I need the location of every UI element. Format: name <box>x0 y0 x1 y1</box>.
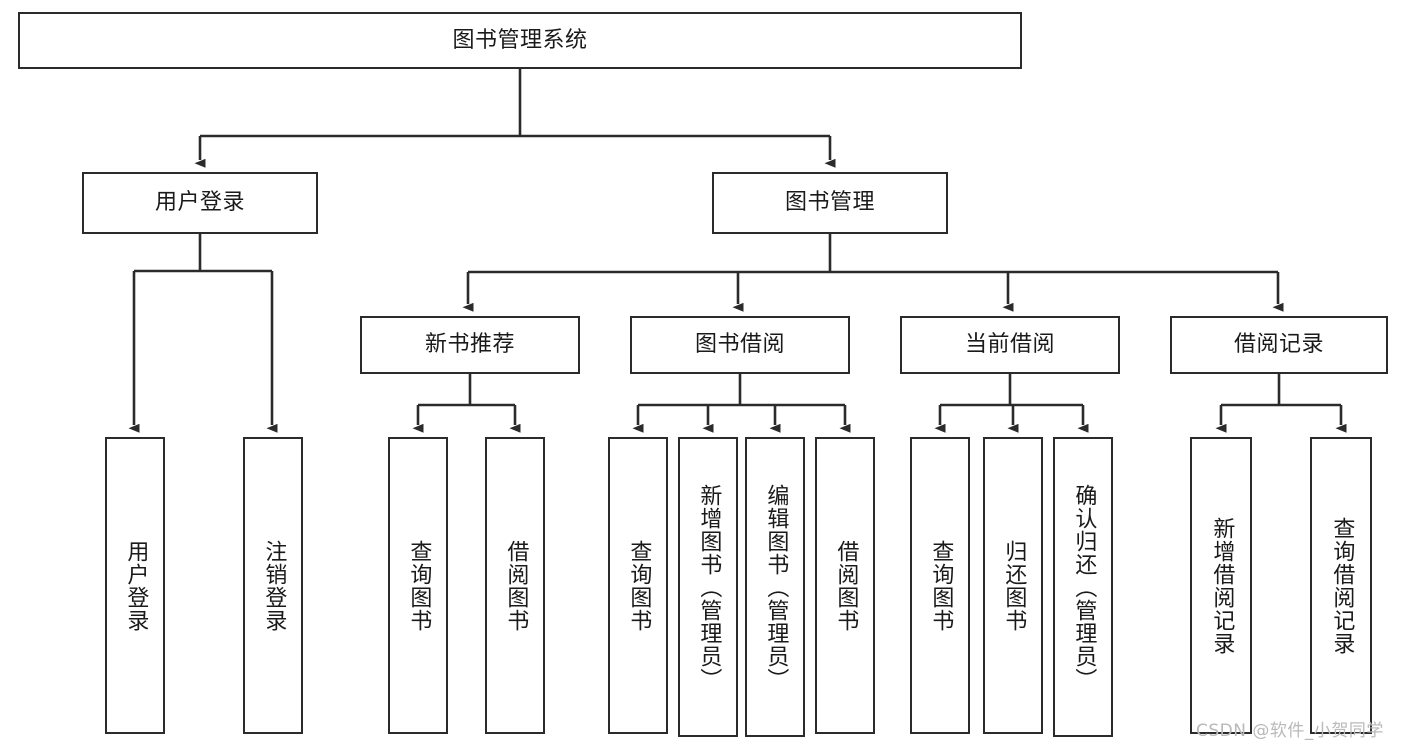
node-new-book-recommend[interactable]: 新书推荐 <box>360 316 580 374</box>
node-leaf-query-book-1-label: 查询图书 <box>406 539 432 632</box>
node-new-book-recommend-label: 新书推荐 <box>424 332 515 358</box>
node-leaf-add-record-label: 新增借阅记录 <box>1209 516 1235 655</box>
node-root-label: 图书管理系统 <box>452 27 588 53</box>
node-leaf-user-logout[interactable]: 注销登录 <box>243 437 303 734</box>
node-leaf-confirm-return-label: 确认归还（管理员） <box>1071 483 1097 691</box>
node-book-manage[interactable]: 图书管理 <box>712 172 948 234</box>
node-leaf-user-login-label: 用户登录 <box>123 539 149 632</box>
node-leaf-borrow-book-2[interactable]: 借阅图书 <box>815 437 875 734</box>
node-leaf-query-book-1[interactable]: 查询图书 <box>388 437 448 734</box>
node-leaf-return-book-label: 归还图书 <box>1001 539 1027 632</box>
node-leaf-add-book[interactable]: 新增图书（管理员） <box>678 437 738 737</box>
node-leaf-add-record[interactable]: 新增借阅记录 <box>1190 437 1252 734</box>
node-borrow-record[interactable]: 借阅记录 <box>1170 316 1388 374</box>
node-leaf-query-record-label: 查询借阅记录 <box>1329 516 1355 655</box>
node-user-login-label: 用户登录 <box>154 190 245 216</box>
node-book-manage-label: 图书管理 <box>784 190 875 216</box>
node-leaf-query-book-3-label: 查询图书 <box>928 539 954 632</box>
node-borrow-record-label: 借阅记录 <box>1233 332 1324 358</box>
node-leaf-user-logout-label: 注销登录 <box>261 539 287 632</box>
node-leaf-query-book-2-label: 查询图书 <box>626 539 652 632</box>
node-current-borrow-label: 当前借阅 <box>964 332 1055 358</box>
node-leaf-borrow-book-1-label: 借阅图书 <box>503 539 529 632</box>
node-book-borrow-label: 图书借阅 <box>694 332 785 358</box>
node-leaf-query-book-2[interactable]: 查询图书 <box>608 437 668 734</box>
node-leaf-borrow-book-1[interactable]: 借阅图书 <box>485 437 545 734</box>
node-leaf-borrow-book-2-label: 借阅图书 <box>833 539 859 632</box>
node-leaf-confirm-return[interactable]: 确认归还（管理员） <box>1053 437 1113 737</box>
node-leaf-return-book[interactable]: 归还图书 <box>983 437 1043 734</box>
node-leaf-edit-book[interactable]: 编辑图书（管理员） <box>745 437 805 737</box>
node-leaf-query-record[interactable]: 查询借阅记录 <box>1310 437 1372 734</box>
csdn-watermark: CSDN @软件_小贺同学 <box>1196 721 1384 741</box>
node-current-borrow[interactable]: 当前借阅 <box>900 316 1120 374</box>
node-user-login[interactable]: 用户登录 <box>82 172 318 234</box>
node-root[interactable]: 图书管理系统 <box>18 12 1022 69</box>
node-leaf-edit-book-label: 编辑图书（管理员） <box>763 483 789 691</box>
node-leaf-user-login[interactable]: 用户登录 <box>105 437 165 734</box>
node-leaf-query-book-3[interactable]: 查询图书 <box>910 437 970 734</box>
node-book-borrow[interactable]: 图书借阅 <box>630 316 850 374</box>
node-leaf-add-book-label: 新增图书（管理员） <box>696 483 722 691</box>
